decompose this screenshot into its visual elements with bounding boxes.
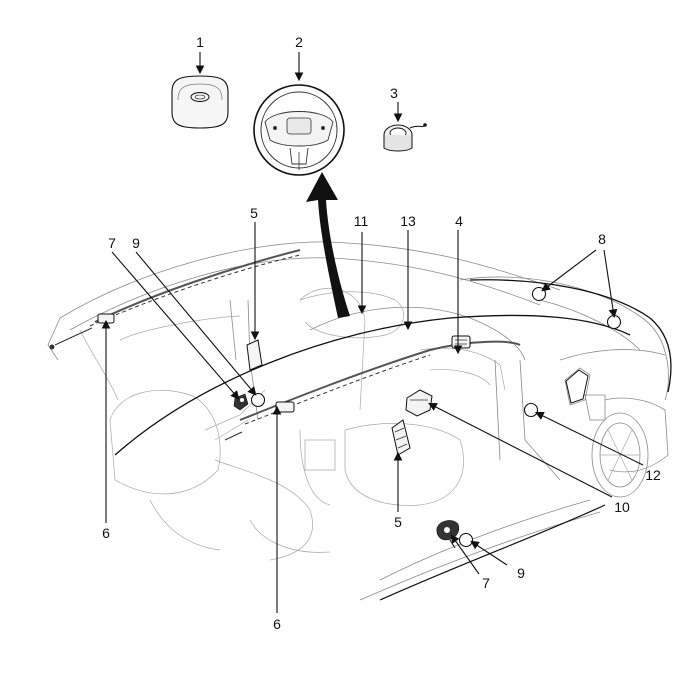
- callout-13: 13: [400, 213, 416, 229]
- callout-9-bottom: 9: [517, 565, 525, 581]
- callout-7-bottom: 7: [482, 575, 490, 591]
- steering-wheel: [253, 84, 345, 176]
- curtain-airbag-left: [49, 249, 301, 350]
- driver-airbag-module: [171, 75, 229, 129]
- side-impact-sensor: [523, 402, 539, 418]
- leader-lines: [101, 52, 644, 613]
- side-airbag-rear: [246, 339, 263, 371]
- side-airbag-front: [391, 419, 411, 456]
- callout-7-top: 7: [108, 235, 116, 251]
- callout-labels: 1 2 3 4 5 5 6 6 7 7 8 9 9 10 11 12 13: [102, 34, 661, 632]
- callout-1: 1: [196, 34, 204, 50]
- callout-6-left: 6: [102, 525, 110, 541]
- detail-arrow: [306, 172, 350, 318]
- buckle-switch-rear: [250, 392, 266, 408]
- srs-control-module: [405, 389, 433, 417]
- buckle-switch-front: [458, 532, 474, 548]
- curtain-airbag-right: [224, 340, 521, 441]
- vehicle-outline: [47, 241, 669, 601]
- curtain-reference-lines: [114, 279, 672, 601]
- clock-spring: [383, 123, 427, 152]
- callout-6-bottom: 6: [273, 616, 281, 632]
- passenger-airbag-module: [451, 335, 471, 349]
- callout-10: 10: [614, 499, 630, 515]
- pretensioner-front: [436, 520, 460, 549]
- callout-11: 11: [354, 213, 369, 229]
- callout-2: 2: [295, 34, 303, 50]
- callout-9-top: 9: [132, 235, 140, 251]
- callout-3: 3: [390, 85, 398, 101]
- callout-4: 4: [455, 213, 463, 229]
- callout-12: 12: [645, 467, 661, 483]
- callout-5-bottom: 5: [394, 514, 402, 530]
- front-impact-sensor-right: [606, 314, 622, 330]
- callout-8: 8: [598, 231, 606, 247]
- callout-5-top: 5: [250, 205, 258, 221]
